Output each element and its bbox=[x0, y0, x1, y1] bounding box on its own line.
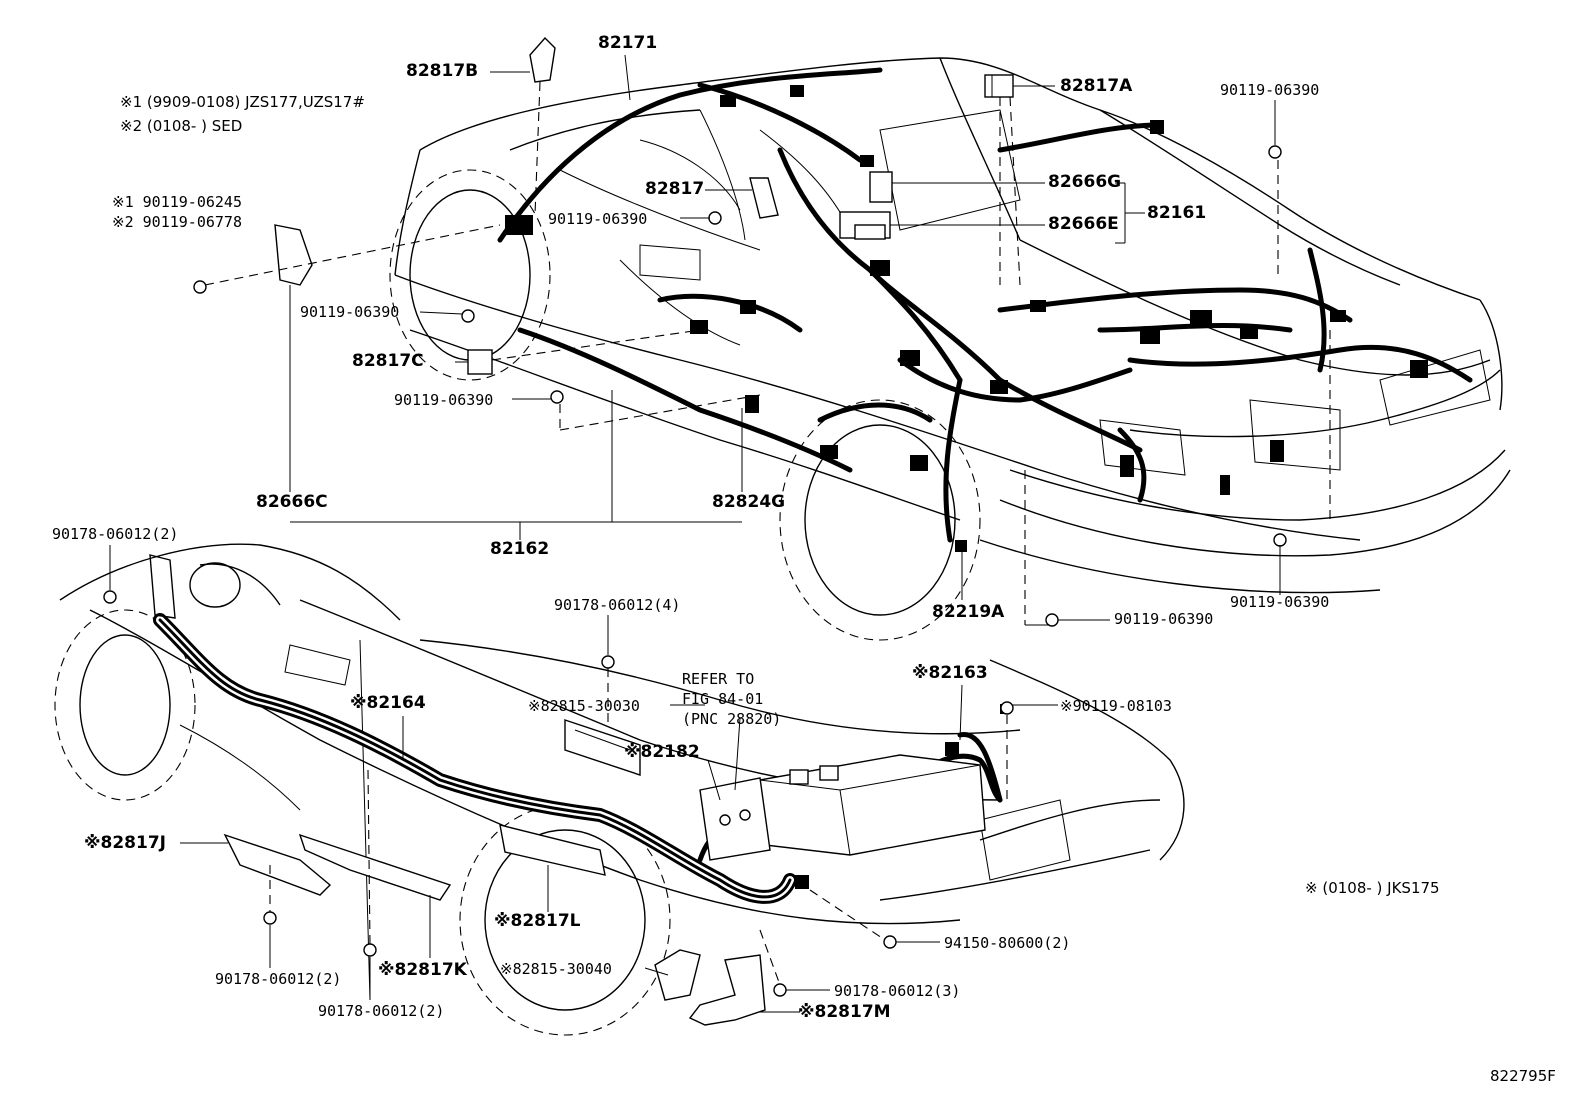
label-82817C: 82817C bbox=[352, 351, 424, 371]
label-82666E: 82666E bbox=[1048, 214, 1119, 234]
label-90178-06012-2-bottom-left: 90178-06012(2) bbox=[215, 970, 342, 988]
label-82817: 82817 bbox=[645, 179, 705, 199]
label-90178-06012-2-top-left: 90178-06012(2) bbox=[52, 525, 179, 543]
note-variant-1: ※1 (9909-0108) JZS177,UZS17# bbox=[120, 93, 365, 111]
label-82666C: 82666C bbox=[256, 492, 328, 512]
label-82817M: ※82817M bbox=[798, 1002, 891, 1022]
label-82817J: ※82817J bbox=[84, 833, 166, 853]
label-90119-06390-top-right: 90119-06390 bbox=[1220, 81, 1320, 99]
label-90119-06245: ※1 90119-06245 bbox=[112, 193, 242, 211]
label-90119-08103: ※90119-08103 bbox=[1060, 697, 1172, 715]
label-82666G: 82666G bbox=[1048, 172, 1122, 192]
label-90119-06390-mid: 90119-06390 bbox=[548, 210, 648, 228]
label-82817K: ※82817K bbox=[378, 960, 467, 980]
label-90119-06778: ※2 90119-06778 bbox=[112, 213, 242, 231]
label-82815-30040: ※82815-30040 bbox=[500, 960, 612, 978]
label-90178-06012-3: 90178-06012(3) bbox=[834, 982, 961, 1000]
note-variant-2: ※2 (0108- ) SED bbox=[120, 117, 243, 135]
upper-connectors bbox=[505, 85, 1428, 552]
label-90119-06390-bottom: 90119-06390 bbox=[1114, 610, 1214, 628]
label-82824G: 82824G bbox=[712, 492, 786, 512]
label-82161: 82161 bbox=[1147, 203, 1207, 223]
upper-harness bbox=[497, 67, 1473, 543]
label-82815-30030: ※82815-30030 bbox=[528, 697, 640, 715]
battery-assembly bbox=[699, 704, 1010, 889]
label-90119-06390-bottom-right: 90119-06390 bbox=[1230, 593, 1330, 611]
note-variant-3: ※ (0108- ) JKS175 bbox=[1305, 879, 1440, 897]
label-82171: 82171 bbox=[598, 33, 658, 53]
label-refer-pnc: (PNC 28820) bbox=[682, 710, 782, 728]
figure-number: 822795F bbox=[1490, 1067, 1556, 1085]
label-82817A: 82817A bbox=[1060, 76, 1133, 96]
lower-leaders bbox=[109, 545, 1058, 1013]
upper-leaders bbox=[204, 54, 1331, 626]
lower-car-body bbox=[54, 543, 1185, 1036]
lower-brackets bbox=[103, 590, 1014, 1026]
label-90119-06390-left: 90119-06390 bbox=[300, 303, 400, 321]
upper-car-body bbox=[389, 57, 1511, 641]
label-82182: ※82182 bbox=[624, 742, 700, 762]
label-94150-80600: 94150-80600(2) bbox=[944, 934, 1071, 952]
label-82162: 82162 bbox=[490, 539, 550, 559]
label-82817L: ※82817L bbox=[494, 911, 581, 931]
label-82817B: 82817B bbox=[406, 61, 479, 81]
upper-parts bbox=[193, 36, 1287, 627]
label-refer-to: REFER TO bbox=[682, 670, 755, 688]
label-90119-06390-low: 90119-06390 bbox=[394, 391, 494, 409]
label-refer-fig: FIG 84-01 bbox=[682, 690, 764, 708]
label-90178-06012-2-bottom-mid: 90178-06012(2) bbox=[318, 1002, 445, 1020]
label-82164: ※82164 bbox=[350, 693, 426, 713]
label-90178-06012-4: 90178-06012(4) bbox=[554, 596, 681, 614]
label-82163: ※82163 bbox=[912, 663, 988, 683]
label-82219A: 82219A bbox=[932, 602, 1005, 622]
